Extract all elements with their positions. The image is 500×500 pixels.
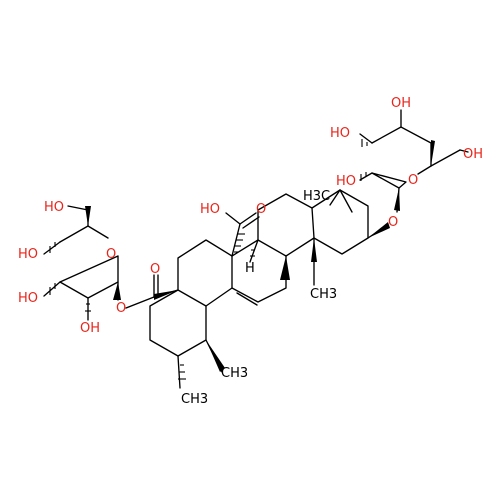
wedge-top-sugar-c5 [431,140,435,166]
label-o-ring-left: O [106,247,116,262]
top-sugar-ring [371,126,432,189]
ring-c [231,239,287,303]
label-ho-top-b: HO [330,126,350,141]
acid-c-double-o-1 [239,212,257,225]
c8-methyl [249,239,259,263]
acid-c-o [225,212,241,225]
ring-b [257,193,315,257]
top-sugar-ch2-oh [459,149,469,153]
ring-d [177,239,233,307]
double-bond-inner [236,292,258,306]
label-ho-left-a: HO [18,247,38,262]
hash-bonds [49,139,368,380]
left-sugar-c3-o [43,281,61,297]
gem-methyl-1 [329,189,341,206]
label-o-ester-carbonyl: O [150,262,160,277]
label-ho-left-ch2: HO [44,200,64,215]
top-sugar-c5-ch2 [430,149,461,167]
label-ho-acid: HO [200,202,220,217]
label-ch3-c: CH3 [181,392,208,407]
left-sugar-ch2-oh [67,205,89,211]
label-o-link-top: O [388,215,398,230]
label-o-ester: O [116,301,126,316]
wedge-left-sugar-c5 [85,206,91,226]
label-layer: OH HO OH HO O O H3C HO O H O O HO HO O H… [18,96,483,407]
label-oh-top-a: OH [391,96,411,111]
left-sugar-ring [59,225,119,299]
label-ch3-b: CH3 [221,366,248,381]
label-o-acid: O [256,202,266,217]
top-sugar-c3-o [359,172,373,181]
wedge-c3 [368,222,390,238]
label-methyl-stub: H [245,261,255,276]
acid-c-double-o-2 [242,216,260,229]
ring-e [149,289,207,357]
label-ch3-a: CH3 [310,287,337,302]
wedge-c17 [154,290,178,300]
label-oh-left-c: OH [80,321,100,336]
wedge-c9 [280,256,290,280]
ester-single-o [125,296,155,309]
label-ho-left-b: HO [18,291,38,306]
wedge-c19 [206,340,225,372]
stereo-layer [49,139,435,380]
label-o-ring-top: O [408,173,418,188]
label-h3c-top: H3C [303,189,330,204]
top-sugar-c2-o [359,133,373,144]
gem-methyl-2 [339,189,353,213]
label-oh-top-c: OH [463,147,483,162]
wedge-c10 [311,238,317,262]
wedge-left-sugar-anomeric [113,282,121,300]
label-ho-top-d: HO [336,174,356,189]
left-sugar-c4-o [43,241,61,255]
wedge-top-sugar-anomeric [394,188,400,211]
